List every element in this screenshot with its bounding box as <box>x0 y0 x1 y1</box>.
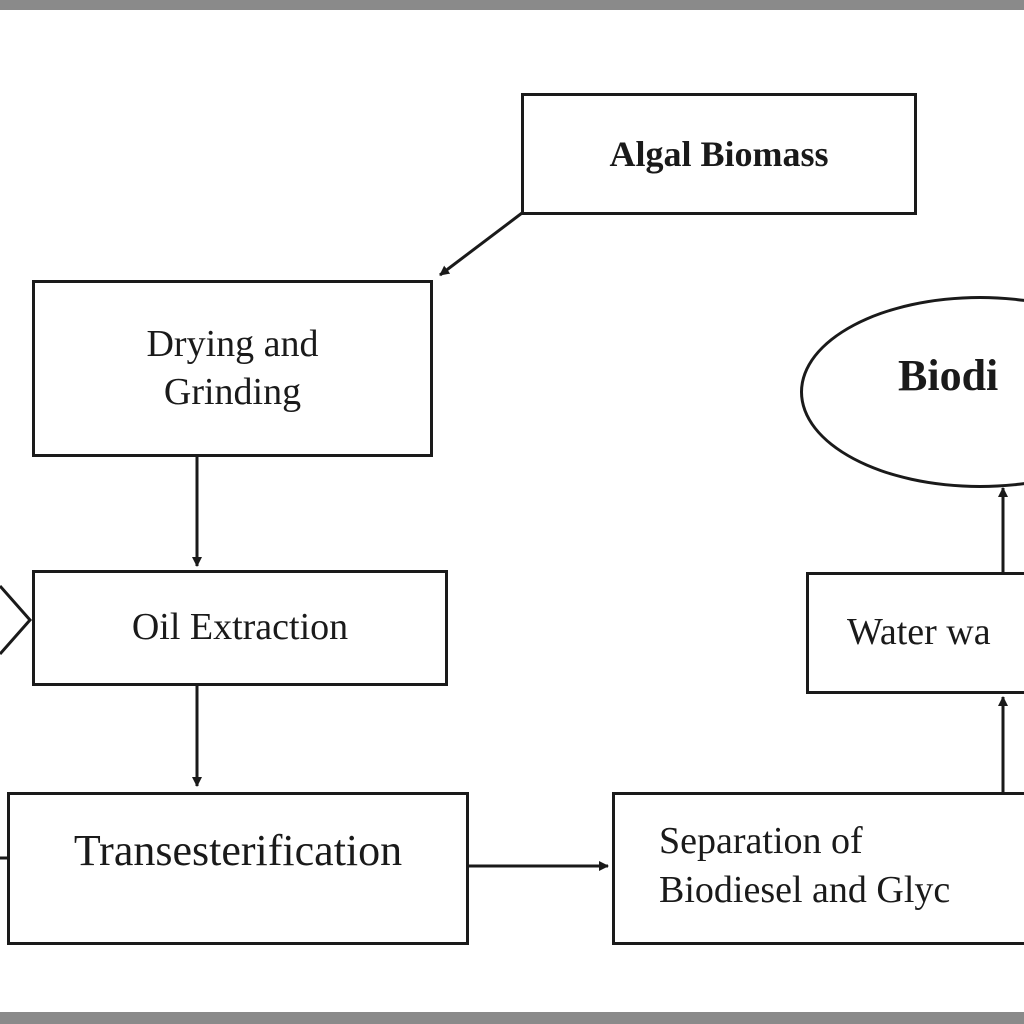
node-separation: Separation of Biodiesel and Glyc <box>612 792 1024 945</box>
node-oil-extraction-label: Oil Extraction <box>131 606 349 649</box>
frame-bottom-border <box>0 1012 1024 1024</box>
node-separation-label: Separation of Biodiesel and Glyc <box>659 820 951 912</box>
node-oil-extraction: Oil Extraction <box>32 570 448 686</box>
node-algal-biomass: Algal Biomass <box>521 93 917 215</box>
node-biodiesel-label: Biodi <box>898 351 999 400</box>
node-algal-biomass-label: Algal Biomass <box>609 133 829 174</box>
node-transesterification: Transesterification <box>7 792 469 945</box>
frame-top-border <box>0 0 1024 10</box>
node-water-washing-label: Water wa <box>847 611 991 654</box>
partial-arrowhead-left-oil <box>0 585 33 655</box>
node-water-washing: Water wa <box>806 572 1024 694</box>
node-drying-grinding-label: Drying and Grinding <box>146 323 319 413</box>
node-drying-grinding: Drying and Grinding <box>32 280 433 457</box>
node-transesterification-label: Transesterification <box>73 826 403 875</box>
arrow-biomass-to-drying <box>439 211 523 277</box>
